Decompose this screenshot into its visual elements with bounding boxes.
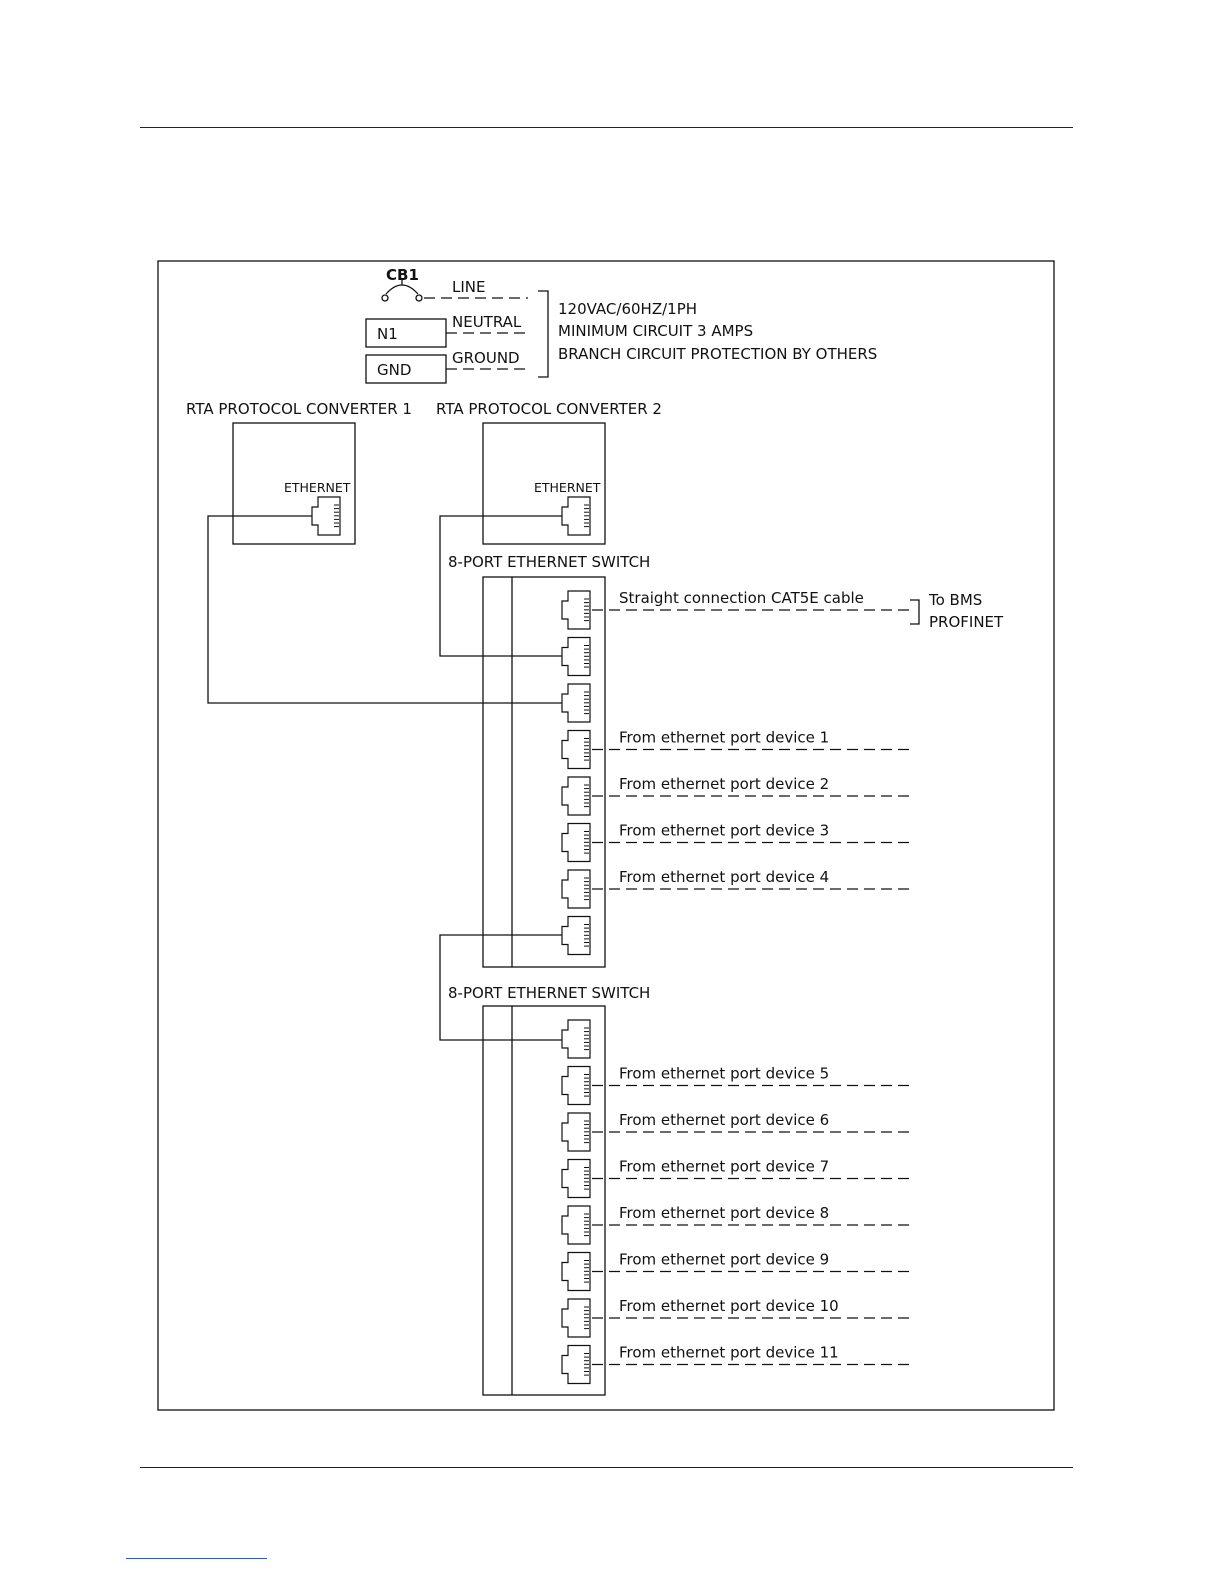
switch-port: From ethernet port device 1 xyxy=(561,729,913,770)
switch-port: From ethernet port device 11 xyxy=(561,1344,913,1385)
switch-1-title: 8-PORT ETHERNET SWITCH xyxy=(448,553,650,571)
port-label: From ethernet port device 7 xyxy=(619,1158,829,1176)
switch-2-box xyxy=(482,1005,606,1396)
power-spec-2: MINIMUM CIRCUIT 3 AMPS xyxy=(558,322,753,340)
breaker-icon xyxy=(381,278,423,302)
converter-1-port-icon xyxy=(311,496,341,536)
ethernet-port-icon xyxy=(561,636,591,677)
switch-port xyxy=(561,915,591,956)
ethernet-port-icon xyxy=(561,822,591,863)
gnd-label: GND xyxy=(377,361,411,379)
port-label: From ethernet port device 3 xyxy=(619,822,829,840)
switch-port: Straight connection CAT5E cable xyxy=(561,589,910,630)
cable-converter2-to-switch1 xyxy=(439,515,562,657)
converter-1-title: RTA PROTOCOL CONVERTER 1 xyxy=(186,400,412,418)
switch-2-title: 8-PORT ETHERNET SWITCH xyxy=(448,984,650,1002)
converter-2-port-label: ETHERNET xyxy=(534,480,601,495)
ethernet-port-icon xyxy=(561,729,591,770)
switch-port xyxy=(561,1019,591,1059)
ethernet-port-icon xyxy=(561,915,591,956)
port-label: From ethernet port device 6 xyxy=(619,1111,829,1129)
switch-port: From ethernet port device 8 xyxy=(561,1204,913,1245)
n1-label: N1 xyxy=(377,325,398,343)
port-label: From ethernet port device 5 xyxy=(619,1065,829,1083)
switch-1-box xyxy=(482,576,606,968)
ethernet-port-icon xyxy=(561,1158,591,1199)
breaker-label: CB1 xyxy=(386,266,419,284)
ethernet-port-icon xyxy=(561,590,591,630)
port-label: From ethernet port device 1 xyxy=(619,729,829,747)
switch-port: From ethernet port device 5 xyxy=(561,1065,913,1106)
switch-port: From ethernet port device 6 xyxy=(561,1111,913,1152)
ethernet-port-icon xyxy=(561,496,591,536)
port-label: Straight connection CAT5E cable xyxy=(619,589,864,607)
ethernet-port-icon xyxy=(561,1019,591,1059)
port-label: From ethernet port device 9 xyxy=(619,1251,829,1269)
converter-1-port-label: ETHERNET xyxy=(284,480,351,495)
ethernet-port-icon xyxy=(561,1298,591,1338)
ethernet-switch-2: 8-PORT ETHERNET SWITCH From ethernet por… xyxy=(448,984,913,1396)
power-section: CB1 LINE N1 NEUTRAL GND GROUND 120VAC/60… xyxy=(365,266,877,384)
converter-2-box xyxy=(482,422,606,545)
port-label: From ethernet port device 2 xyxy=(619,775,829,793)
switch-port: From ethernet port device 2 xyxy=(561,775,913,816)
ethernet-port-icon xyxy=(311,496,341,536)
switch-port xyxy=(561,636,591,677)
footer-rule xyxy=(140,1467,1073,1468)
port-label: From ethernet port device 8 xyxy=(619,1204,829,1222)
ethernet-port-icon xyxy=(561,869,591,909)
power-spec-3: BRANCH CIRCUIT PROTECTION BY OTHERS xyxy=(558,345,877,363)
port-label: From ethernet port device 4 xyxy=(619,868,829,886)
ethernet-port-icon xyxy=(561,1112,591,1152)
footnote-rule xyxy=(126,1558,267,1559)
ethernet-port-icon xyxy=(561,1205,591,1245)
switch-port xyxy=(561,683,591,723)
ethernet-port-icon xyxy=(561,683,591,723)
cable-converter1-to-switch1 xyxy=(207,515,562,704)
converter-1-box xyxy=(232,422,356,545)
port-label: From ethernet port device 11 xyxy=(619,1344,839,1362)
bms-label-1: To BMS xyxy=(928,591,982,609)
protocol-converter-2: RTA PROTOCOL CONVERTER 2 ETHERNET xyxy=(436,400,662,545)
line-label: LINE xyxy=(452,278,485,296)
bms-connection: To BMS PROFINET xyxy=(910,591,1004,631)
ethernet-port-icon xyxy=(561,776,591,816)
header-rule xyxy=(140,127,1073,128)
ethernet-port-icon xyxy=(561,1065,591,1106)
bms-bracket xyxy=(910,599,920,625)
ground-label: GROUND xyxy=(452,349,520,367)
diagram-frame xyxy=(157,260,1055,1411)
switch-port: From ethernet port device 3 xyxy=(561,822,913,863)
ethernet-port-icon xyxy=(561,1251,591,1292)
switch-port: From ethernet port device 4 xyxy=(561,868,913,909)
switch-port: From ethernet port device 9 xyxy=(561,1251,913,1292)
protocol-converter-1: RTA PROTOCOL CONVERTER 1 ETHERNET xyxy=(186,400,412,545)
converter-2-title: RTA PROTOCOL CONVERTER 2 xyxy=(436,400,662,418)
power-bracket xyxy=(538,290,549,378)
bms-label-2: PROFINET xyxy=(929,613,1004,631)
neutral-label: NEUTRAL xyxy=(452,313,522,331)
ethernet-port-icon xyxy=(561,1344,591,1385)
cable-switch1-to-switch2 xyxy=(439,934,562,1041)
switch-2-ports: From ethernet port device 5 From ethernet… xyxy=(561,1019,913,1385)
switch-port: From ethernet port device 10 xyxy=(561,1297,913,1338)
converter-2-port-icon xyxy=(561,496,591,536)
power-spec-1: 120VAC/60HZ/1PH xyxy=(558,300,697,318)
port-label: From ethernet port device 10 xyxy=(619,1297,839,1315)
ethernet-switch-1: 8-PORT ETHERNET SWITCH Straight connecti… xyxy=(448,553,913,968)
switch-port: From ethernet port device 7 xyxy=(561,1158,913,1199)
